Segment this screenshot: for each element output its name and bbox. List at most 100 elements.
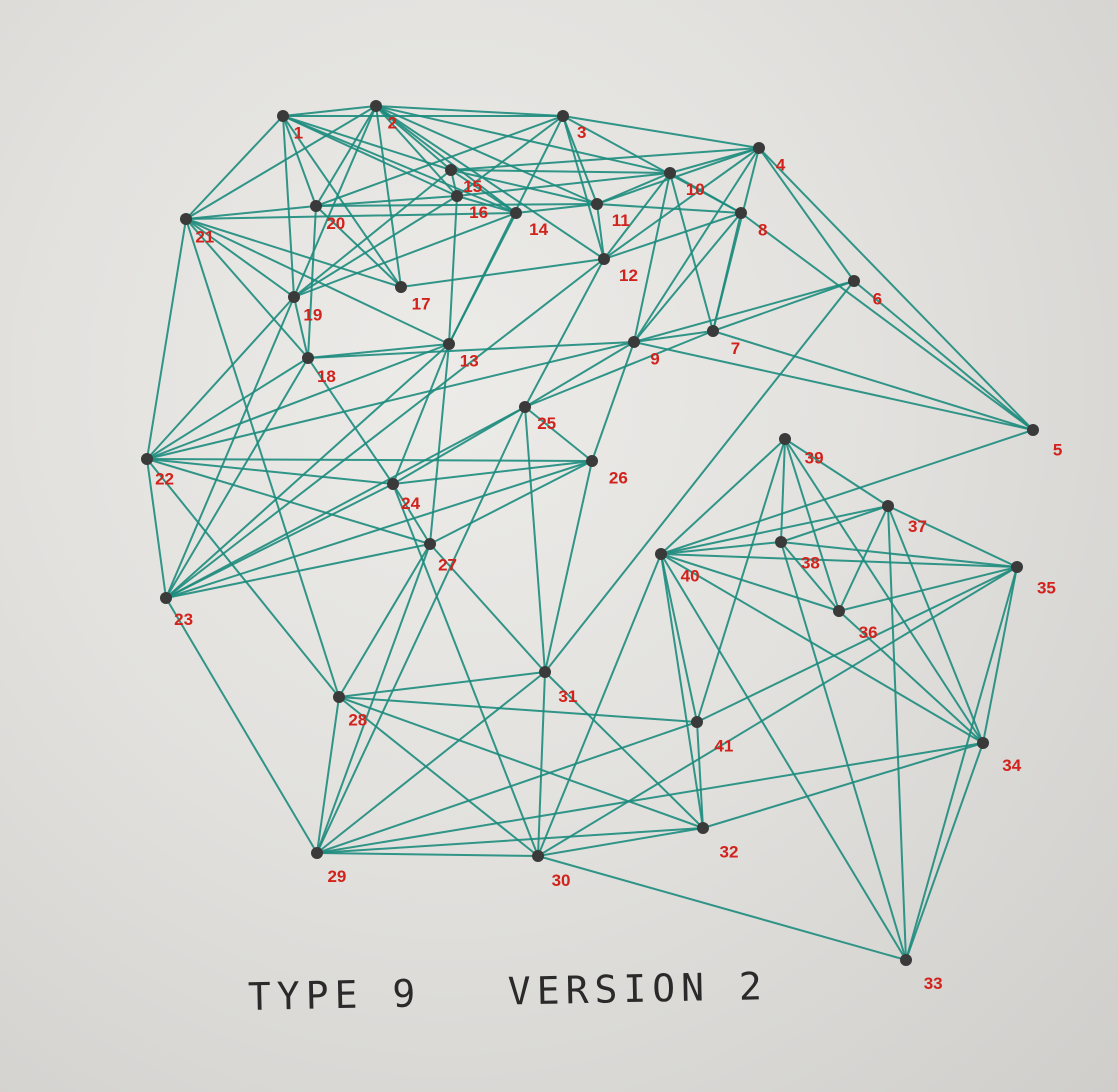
node-label-36: 36 — [859, 623, 878, 642]
node-label-24: 24 — [401, 494, 420, 513]
node-label-19: 19 — [303, 305, 322, 324]
node-label-21: 21 — [195, 227, 214, 246]
node-4 — [753, 142, 765, 154]
node-7 — [707, 325, 719, 337]
node-1 — [277, 110, 289, 122]
node-label-18: 18 — [317, 367, 336, 386]
node-label-12: 12 — [619, 266, 638, 285]
node-label-11: 11 — [612, 211, 630, 230]
node-11 — [591, 198, 603, 210]
edge-2-10 — [375, 105, 671, 174]
node-2 — [370, 100, 382, 112]
edge-29-30 — [316, 852, 539, 857]
edge-27-28 — [338, 543, 431, 698]
edge-38-35 — [780, 541, 1018, 568]
edge-3-12 — [562, 115, 605, 260]
edge-21-17 — [185, 218, 402, 288]
edge-23-27 — [165, 543, 431, 599]
edge-34-33 — [905, 742, 984, 961]
node-19 — [288, 291, 300, 303]
edge-6-9 — [633, 280, 855, 343]
edge-24-27 — [392, 483, 431, 545]
node-33 — [900, 954, 912, 966]
edge-20-17 — [315, 205, 402, 288]
edge-4-12 — [603, 147, 760, 260]
edge-40-35 — [660, 553, 1018, 568]
node-6 — [848, 275, 860, 287]
node-label-33: 33 — [924, 974, 943, 993]
edge-36-34 — [838, 610, 984, 744]
node-label-28: 28 — [348, 711, 367, 730]
edge-1-2 — [282, 105, 377, 117]
edge-21-18 — [185, 218, 309, 359]
edge-30-33 — [537, 855, 907, 961]
edge-37-34 — [887, 505, 984, 744]
edge-23-24 — [165, 483, 394, 599]
edge-5-9 — [633, 341, 1034, 431]
edge-16-14 — [456, 195, 517, 214]
edge-2-16 — [375, 105, 458, 197]
edge-26-31 — [544, 460, 593, 673]
node-label-8: 8 — [758, 221, 767, 240]
edge-18-24 — [307, 357, 394, 485]
edge-9-25 — [524, 341, 635, 408]
edge-14-19 — [293, 212, 517, 298]
edge-32-41 — [696, 721, 704, 829]
edge-8-5 — [740, 212, 1034, 431]
edge-31-32 — [544, 671, 704, 829]
edge-31-30 — [537, 671, 546, 857]
edge-2-21 — [185, 105, 377, 220]
edge-4-5 — [758, 147, 1034, 431]
edge-37-35 — [887, 505, 1018, 568]
node-label-3: 3 — [577, 123, 586, 142]
edge-4-6 — [758, 147, 855, 282]
edge-4-15 — [450, 147, 760, 171]
edge-41-35 — [696, 566, 1018, 723]
edge-39-36 — [784, 438, 840, 612]
edge-9-7 — [633, 330, 714, 343]
edge-40-34 — [660, 553, 984, 744]
edge-40-39 — [660, 438, 786, 555]
node-21 — [180, 213, 192, 225]
edge-25-31 — [524, 406, 546, 673]
edge-26-24 — [392, 460, 593, 485]
node-23 — [160, 592, 172, 604]
edge-30-35 — [537, 566, 1018, 857]
node-16 — [451, 190, 463, 202]
edge-32-34 — [702, 742, 984, 829]
node-12 — [598, 253, 610, 265]
node-36 — [833, 605, 845, 617]
edge-3-16 — [456, 115, 564, 197]
edge-40-38 — [660, 541, 782, 555]
edge-24-30 — [392, 483, 539, 857]
edge-12-23 — [165, 258, 605, 599]
edge-2-19 — [293, 105, 377, 298]
edge-18-9 — [307, 341, 635, 359]
node-14 — [510, 207, 522, 219]
edge-16-19 — [293, 195, 458, 298]
edge-37-36 — [838, 505, 889, 612]
edge-14-13 — [448, 212, 517, 345]
node-label-26: 26 — [609, 468, 628, 487]
edge-2-20 — [315, 105, 377, 207]
node-label-29: 29 — [327, 867, 346, 886]
node-32 — [697, 822, 709, 834]
node-label-41: 41 — [714, 736, 733, 755]
edge-30-40 — [537, 553, 662, 857]
node-label-30: 30 — [552, 871, 571, 890]
edge-28-32 — [338, 696, 704, 829]
node-20 — [310, 200, 322, 212]
node-label-9: 9 — [650, 349, 659, 368]
edge-1-14 — [282, 115, 517, 214]
node-17 — [395, 281, 407, 293]
node-29 — [311, 847, 323, 859]
edge-25-29 — [316, 406, 526, 854]
node-38 — [775, 536, 787, 548]
node-35 — [1011, 561, 1023, 573]
node-27 — [424, 538, 436, 550]
node-label-22: 22 — [155, 469, 174, 488]
edge-38-33 — [780, 541, 907, 961]
node-8 — [735, 207, 747, 219]
edge-19-18 — [293, 296, 309, 359]
